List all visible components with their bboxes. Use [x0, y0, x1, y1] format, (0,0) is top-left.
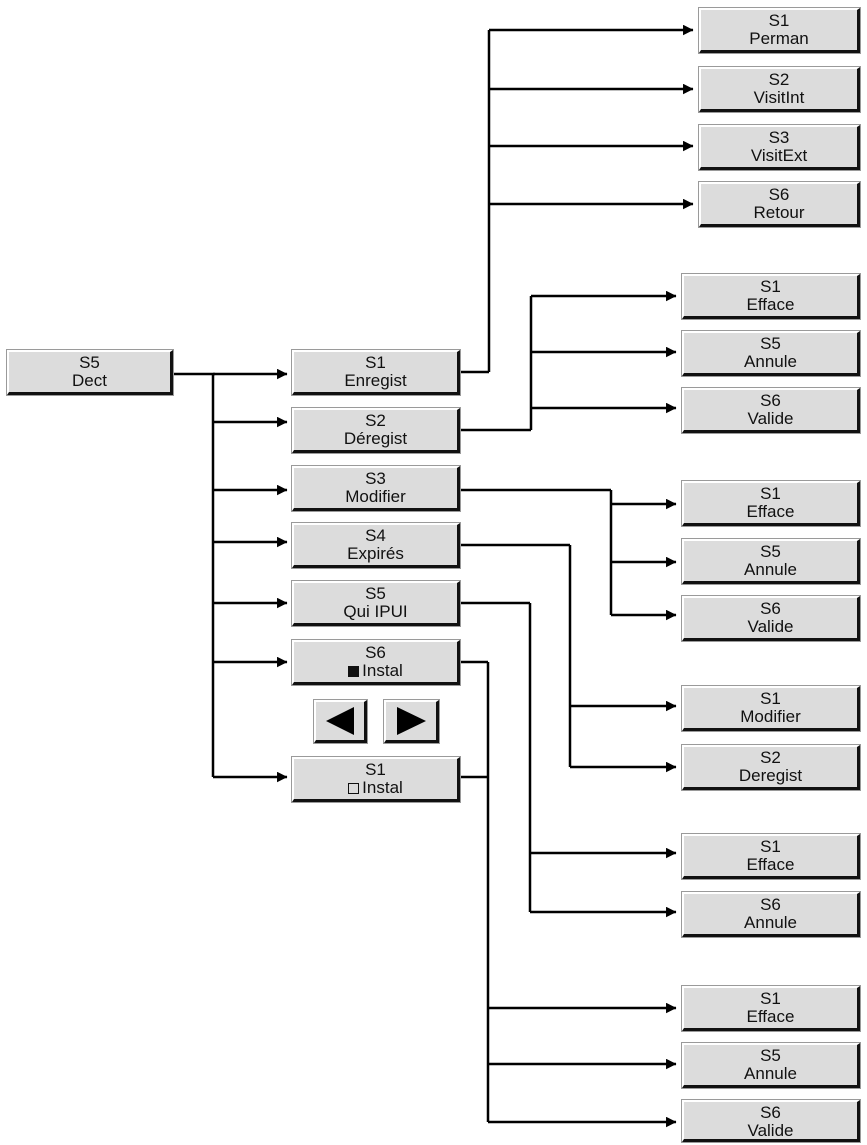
filled-square-icon	[348, 666, 360, 677]
softkey-number: S6	[760, 391, 781, 410]
softkey-number: S2	[365, 411, 386, 430]
softkey-label: Retour	[753, 203, 805, 222]
softkey-valide[interactable]: S6 Valide	[682, 596, 860, 641]
softkey-label: Valide	[747, 617, 794, 636]
softkey-label: VisitExt	[750, 146, 808, 165]
softkey-qui-ipui[interactable]: S5 Qui IPUI	[292, 581, 460, 626]
softkey-number: S6	[760, 599, 781, 618]
nav-left-button[interactable]	[314, 700, 367, 743]
softkey-retour[interactable]: S6 Retour	[699, 182, 860, 227]
softkey-perman[interactable]: S1 Perman	[699, 8, 860, 53]
softkey-label: Annule	[744, 560, 797, 579]
softkey-number: S5	[760, 542, 781, 561]
softkey-efface[interactable]: S1 Efface	[682, 834, 860, 879]
softkey-number: S1	[760, 277, 781, 296]
softkey-label: Efface	[746, 502, 795, 521]
softkey-label: Annule	[744, 1064, 797, 1083]
softkey-number: S6	[760, 1103, 781, 1122]
softkey-number: S1	[760, 484, 781, 503]
softkey-number: S5	[760, 334, 781, 353]
softkey-efface[interactable]: S1 Efface	[682, 986, 860, 1031]
softkey-number: S1	[760, 989, 781, 1008]
softkey-label: Modifier	[740, 707, 801, 726]
arrow-right-icon	[397, 707, 426, 735]
arrow-left-icon	[326, 707, 354, 735]
softkey-number: S5	[79, 353, 100, 372]
softkey-annule[interactable]: S5 Annule	[682, 539, 860, 584]
softkey-efface[interactable]: S1 Efface	[682, 274, 860, 319]
softkey-label: Dect	[72, 371, 107, 390]
softkey-number: S2	[760, 748, 781, 767]
softkey-label: Instal	[362, 661, 403, 680]
softkey-number: S4	[365, 526, 386, 545]
softkey-annule[interactable]: S5 Annule	[682, 1043, 860, 1088]
softkey-label: Instal	[362, 778, 403, 797]
softkey-label: Enregist	[344, 371, 407, 390]
softkey-visitext[interactable]: S3 VisitExt	[699, 125, 860, 170]
softkey-number: S1	[365, 760, 386, 779]
softkey-instal-off[interactable]: S1 Instal	[292, 757, 460, 802]
softkey-label: Annule	[744, 913, 797, 932]
softkey-number: S1	[365, 353, 386, 372]
softkey-number: S6	[768, 185, 790, 204]
softkey-label: Déregist	[343, 429, 408, 448]
softkey-number: S1	[768, 11, 790, 30]
softkey-number: S6	[365, 643, 386, 662]
softkey-expires[interactable]: S4 Expirés	[292, 523, 460, 568]
softkey-visitint[interactable]: S2 VisitInt	[699, 67, 860, 112]
softkey-label: Modifier	[345, 487, 406, 506]
softkey-number: S1	[760, 689, 781, 708]
nav-right-button[interactable]	[384, 700, 439, 743]
softkey-label: Qui IPUI	[343, 602, 408, 621]
softkey-enregist[interactable]: S1 Enregist	[292, 350, 460, 395]
softkey-dect[interactable]: S5 Dect	[7, 350, 173, 395]
empty-square-icon	[348, 783, 360, 794]
softkey-valide[interactable]: S6 Valide	[682, 388, 860, 433]
softkey-label: Valide	[747, 409, 794, 428]
softkey-label: Efface	[746, 1007, 795, 1026]
softkey-label: Valide	[747, 1121, 794, 1140]
softkey-number: S1	[760, 837, 781, 856]
softkey-label: Deregist	[738, 766, 803, 785]
softkey-annule[interactable]: S6 Annule	[682, 892, 860, 937]
softkey-annule[interactable]: S5 Annule	[682, 331, 860, 376]
softkey-deregist[interactable]: S2 Deregist	[682, 745, 860, 790]
softkey-modifier[interactable]: S3 Modifier	[292, 466, 460, 511]
softkey-label: Annule	[744, 352, 797, 371]
softkey-label: VisitInt	[753, 88, 805, 107]
softkey-valide[interactable]: S6 Valide	[682, 1100, 860, 1142]
softkey-instal-on[interactable]: S6 Instal	[292, 640, 460, 685]
softkey-modifier[interactable]: S1 Modifier	[682, 686, 860, 731]
softkey-label: Perman	[749, 29, 809, 48]
softkey-number: S5	[760, 1046, 781, 1065]
softkey-number: S6	[760, 895, 781, 914]
softkey-number: S3	[365, 469, 386, 488]
softkey-label: Expirés	[347, 544, 404, 563]
softkey-deregist[interactable]: S2 Déregist	[292, 408, 460, 453]
softkey-number: S2	[768, 70, 790, 89]
softkey-label: Efface	[746, 855, 795, 874]
softkey-efface[interactable]: S1 Efface	[682, 481, 860, 526]
softkey-number: S3	[768, 128, 790, 147]
softkey-label: Efface	[746, 295, 795, 314]
softkey-number: S5	[365, 584, 386, 603]
